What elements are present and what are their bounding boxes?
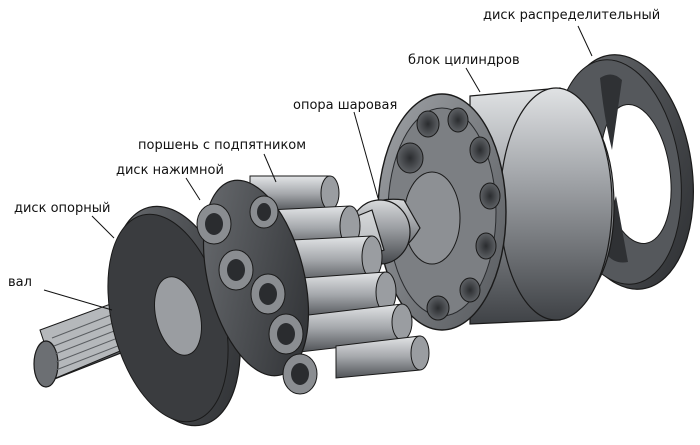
piston [301,271,397,319]
leader-line-pressure-disk [185,177,201,201]
leader-line-ball-support [353,111,379,199]
label-cylinder-block: блок цилиндров [408,53,520,68]
label-distribution-disk: диск распределительный [483,8,661,23]
cylinder-block [377,87,615,331]
leader-line-support-disk [91,215,115,239]
leader-line-shaft [43,289,113,311]
pistons [249,175,430,379]
label-ball-support: опора шаровая [293,98,398,113]
pressure-disk [196,179,318,395]
label-pressure-disk: диск нажимной [116,163,224,178]
leader-line-distribution-disk [577,25,593,57]
leader-line-piston [263,153,277,183]
label-piston-with-slipper: поршень с подпятником [138,138,307,153]
slipper-holes [196,195,318,395]
piston [335,335,430,379]
label-shaft: вал [8,275,32,290]
cylinder-bores [396,107,501,321]
leader-lines [43,25,593,311]
label-support-disk: диск опорный [14,201,111,216]
leader-line-cylinder-block [465,67,481,93]
